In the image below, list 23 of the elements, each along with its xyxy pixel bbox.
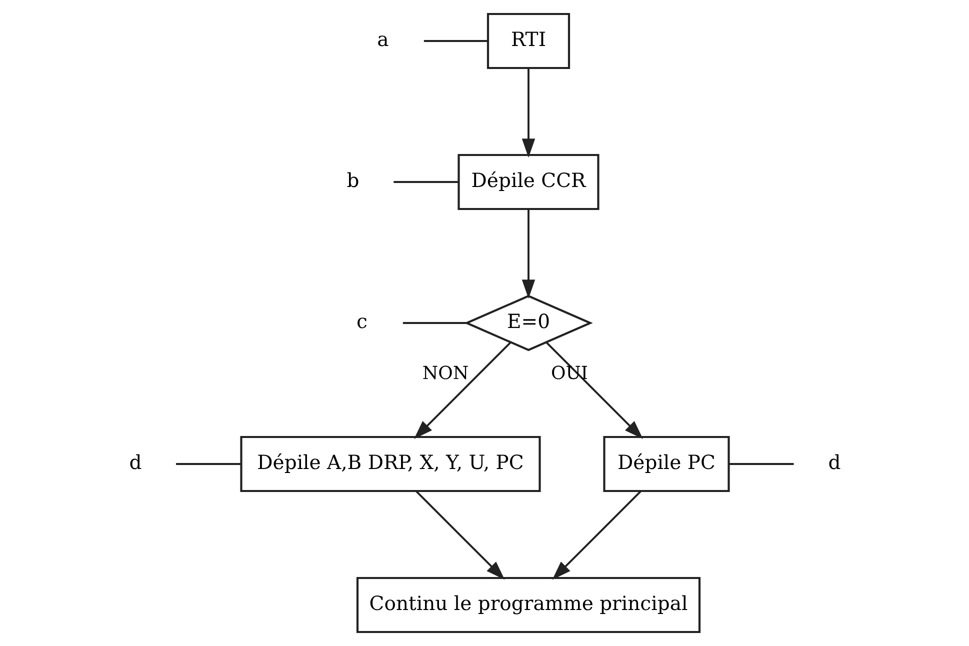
arrow — [552, 490, 641, 580]
connector — [176, 463, 241, 465]
node-box: Dépile PC — [602, 436, 730, 492]
node-text: b — [346, 169, 359, 192]
node-text: a — [376, 28, 388, 52]
connector — [728, 463, 794, 465]
node-box: Dépile CCR — [457, 154, 599, 210]
edge-label: NON — [422, 363, 468, 384]
arrow — [545, 342, 643, 440]
connector — [423, 40, 488, 42]
connector — [402, 322, 466, 324]
node-text: c — [356, 310, 367, 334]
node-text: d — [128, 451, 142, 474]
node-diamond: E=0 — [464, 294, 592, 352]
node-box: RTI — [486, 12, 570, 70]
node-box: Continu le programme principal — [356, 576, 700, 634]
connector — [393, 181, 458, 183]
node-text: d — [828, 451, 840, 474]
arrow — [415, 490, 504, 580]
arrow — [521, 68, 535, 158]
arrow — [521, 209, 535, 299]
arrow — [413, 342, 511, 440]
node-box: Dépile A,B DRP, X, Y, U, PC — [240, 436, 540, 492]
